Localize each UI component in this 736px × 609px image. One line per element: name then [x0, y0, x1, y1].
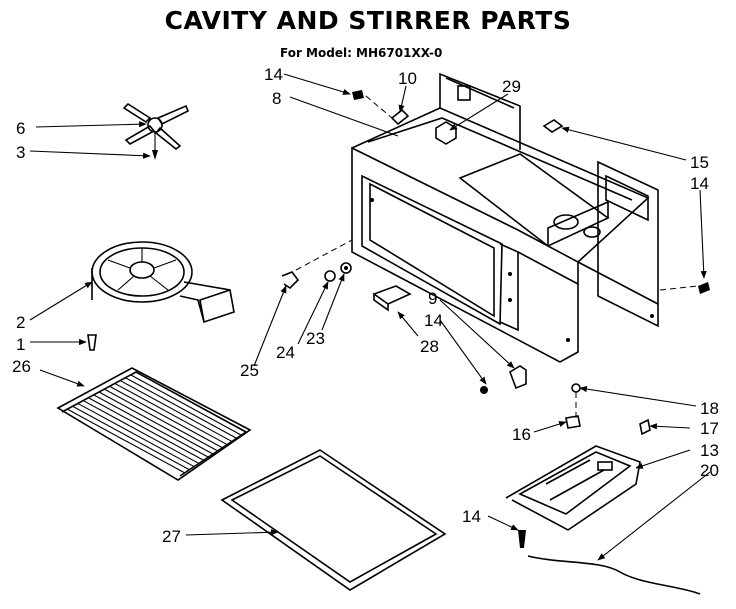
callout-15: 15	[690, 153, 709, 172]
rack-bar	[93, 394, 209, 458]
glass-tray-part	[220, 449, 447, 591]
oven-rack-part	[56, 367, 252, 481]
model-subtitle: For Model: MH6701XX-0	[280, 46, 443, 60]
callout-1: 1	[16, 335, 25, 354]
rack-bar	[104, 388, 218, 452]
callout-3: 3	[16, 143, 25, 162]
callout-24: 24	[276, 343, 295, 362]
callout-9: 9	[428, 289, 437, 308]
rack-bar	[72, 405, 190, 471]
rack-bar	[67, 408, 185, 474]
rack-bar	[82, 400, 200, 464]
callout-16: 16	[512, 425, 531, 444]
callout-labels: 6 3 2 1 26 27 14 10 8 29 15 14 25 24 23 …	[12, 65, 719, 546]
callout-28: 28	[420, 337, 439, 356]
callout-14-bottom: 14	[462, 507, 481, 526]
leader-lines	[29, 73, 711, 561]
page-title: CAVITY AND STIRRER PARTS	[164, 6, 572, 35]
hardware-parts	[281, 90, 710, 394]
callout-6: 6	[16, 119, 25, 138]
callout-14-top: 14	[264, 65, 283, 84]
callout-14-right: 14	[690, 174, 709, 193]
callout-26: 26	[12, 357, 31, 376]
rack-bar	[130, 374, 242, 436]
callout-18: 18	[700, 399, 719, 418]
callout-25: 25	[240, 361, 259, 380]
oven-cavity-part	[351, 72, 659, 363]
callout-13: 13	[700, 441, 719, 460]
callout-10: 10	[398, 69, 417, 88]
callout-8: 8	[272, 89, 281, 108]
assembly-lines	[295, 95, 699, 418]
callout-20: 20	[700, 461, 719, 480]
rack-bar	[88, 397, 204, 461]
rack-bar	[125, 377, 237, 439]
callout-14-mid: 14	[424, 311, 443, 330]
rack-bar	[109, 385, 223, 449]
callout-17: 17	[700, 419, 719, 438]
callout-23: 23	[306, 329, 325, 348]
rack-bar	[77, 402, 195, 468]
stirrer-blade-part	[122, 102, 190, 160]
rack-bar	[98, 391, 214, 455]
rack-bar	[119, 380, 233, 442]
callout-29: 29	[502, 77, 521, 96]
rack-bar	[114, 382, 228, 446]
callout-2: 2	[16, 313, 25, 332]
stirrer-fan-assembly-part	[87, 241, 235, 351]
base-plate-part	[505, 383, 701, 595]
callout-27: 27	[162, 527, 181, 546]
